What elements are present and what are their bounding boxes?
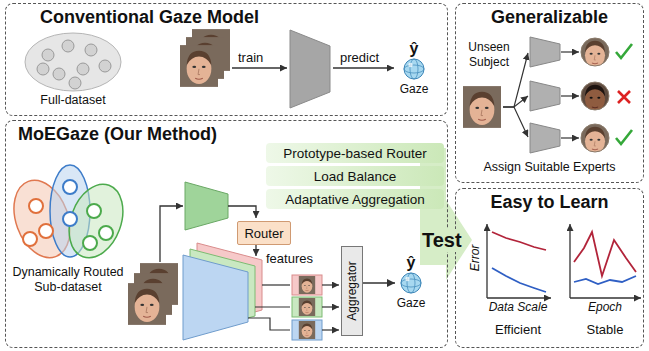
panel-title: Generalizable xyxy=(456,7,643,28)
annotation-label: Efficient xyxy=(482,322,554,337)
gaze-sphere xyxy=(403,58,425,80)
annotation-label: Data Scale xyxy=(482,300,554,314)
subdataset-ellipses: Dynamically Routed Sub-dataset xyxy=(9,161,127,311)
panel-caption: Assign Suitable Experts xyxy=(456,160,643,174)
panel-title: Conventional Gaze Model xyxy=(40,7,259,28)
panel: Prototype-based RouterLoad BalanceAdapta… xyxy=(5,120,448,348)
gaze-symbol: ŷ xyxy=(410,40,419,58)
feature-banner: Load Balance xyxy=(266,166,444,186)
gaze-symbol: ŷ xyxy=(407,254,416,272)
dataset-label: Dynamically Routed Sub-dataset xyxy=(9,265,127,295)
dataset-shape xyxy=(23,31,123,93)
annotation-label: Error xyxy=(468,239,482,277)
gaze-output: ŷGaze xyxy=(398,40,430,114)
annotation-label: train xyxy=(238,50,263,65)
banner-label: Adaptative Aggregation xyxy=(285,192,425,207)
annotation-label: Unseen Subject xyxy=(460,40,518,70)
subdataset-shape xyxy=(10,161,126,265)
dataset-ellipse: Full-dataset xyxy=(23,31,123,113)
panel-title: MoEGaze (Our Method) xyxy=(18,124,217,145)
gaze-sphere xyxy=(400,272,422,294)
gaze-output: ŷGaze xyxy=(395,254,427,332)
annotation-label: predict xyxy=(340,50,379,65)
panel: GeneralizableAssign Suitable Experts xyxy=(455,3,644,183)
annotation-label: Test xyxy=(420,229,464,252)
annotation-label: features xyxy=(266,251,313,266)
box-label: Router xyxy=(244,226,283,241)
dataset-label: Full-dataset xyxy=(40,93,105,108)
connector-arrow xyxy=(363,282,395,284)
gaze-label: Gaze xyxy=(400,82,429,97)
box-label: Aggregator xyxy=(345,261,359,320)
panel: Full-dataset ŷGaze Conventional Gaze Model xyxy=(5,3,448,116)
gaze-label: Gaze xyxy=(397,296,426,311)
annotation-label: Stable xyxy=(570,322,640,337)
panel-title: Easy to Learn xyxy=(456,192,643,213)
banner-label: Load Balance xyxy=(314,169,397,184)
router-box: Router xyxy=(237,221,291,245)
banner-label: Prototype-based Router xyxy=(283,146,426,161)
feature-banner: Prototype-based Router xyxy=(266,143,444,163)
aggregator-box: Aggregator xyxy=(341,246,363,336)
annotation-label: Epoch xyxy=(570,300,640,314)
feature-banner: Adaptative Aggregation xyxy=(266,189,444,209)
